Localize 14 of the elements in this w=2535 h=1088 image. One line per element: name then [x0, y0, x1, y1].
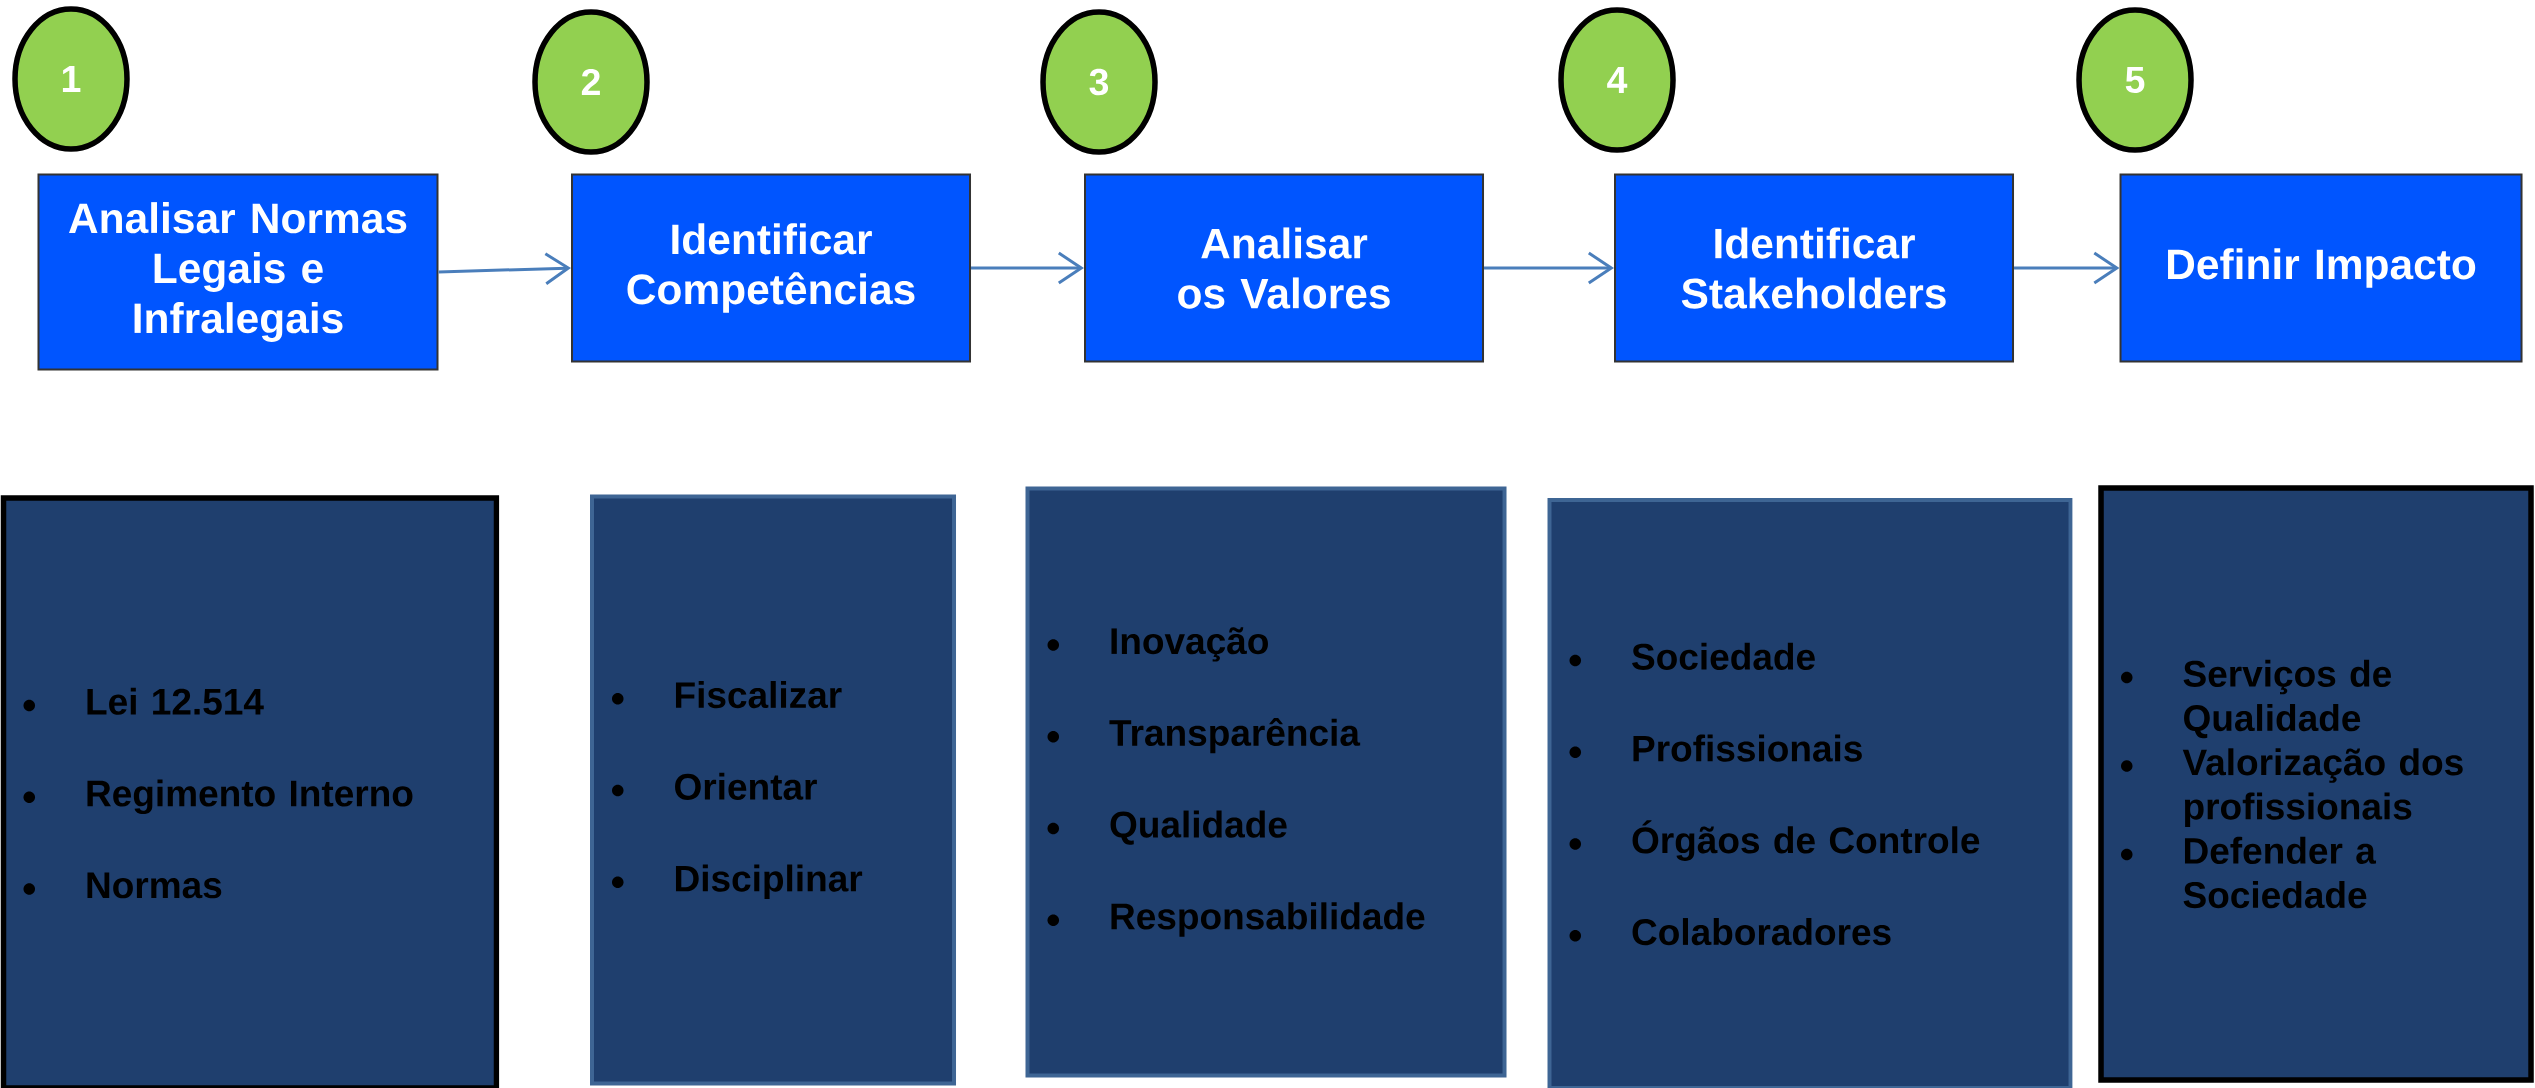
process-box: Analisar os Valores [1084, 173, 1484, 363]
process-box: Identificar Stakeholders [1614, 173, 2014, 363]
list-box: Lei 12.514 Regimento Interno Normas [0, 495, 500, 1088]
process-box: Analisar Normas Legais e Infralegais [37, 173, 439, 371]
list-box: Serviços de Qualidade Valorização dos profissionais Defender a Sociedade [2098, 485, 2534, 1083]
list-box: Sociedade Profissionais Órgãos de Controle Colaboradores [1547, 498, 2073, 1088]
arrow [971, 251, 1084, 285]
arrow [438, 252, 571, 285]
process-box: Identificar Competências [571, 173, 971, 363]
arrow [2014, 251, 2120, 285]
process-box: Definir Impacto [2119, 173, 2523, 363]
list-box: Inovação Transparência Qualidade Responsabilidade [1025, 486, 1507, 1078]
arrow [1484, 251, 1614, 285]
list-box: Fiscalizar Orientar Disciplinar [590, 494, 956, 1086]
